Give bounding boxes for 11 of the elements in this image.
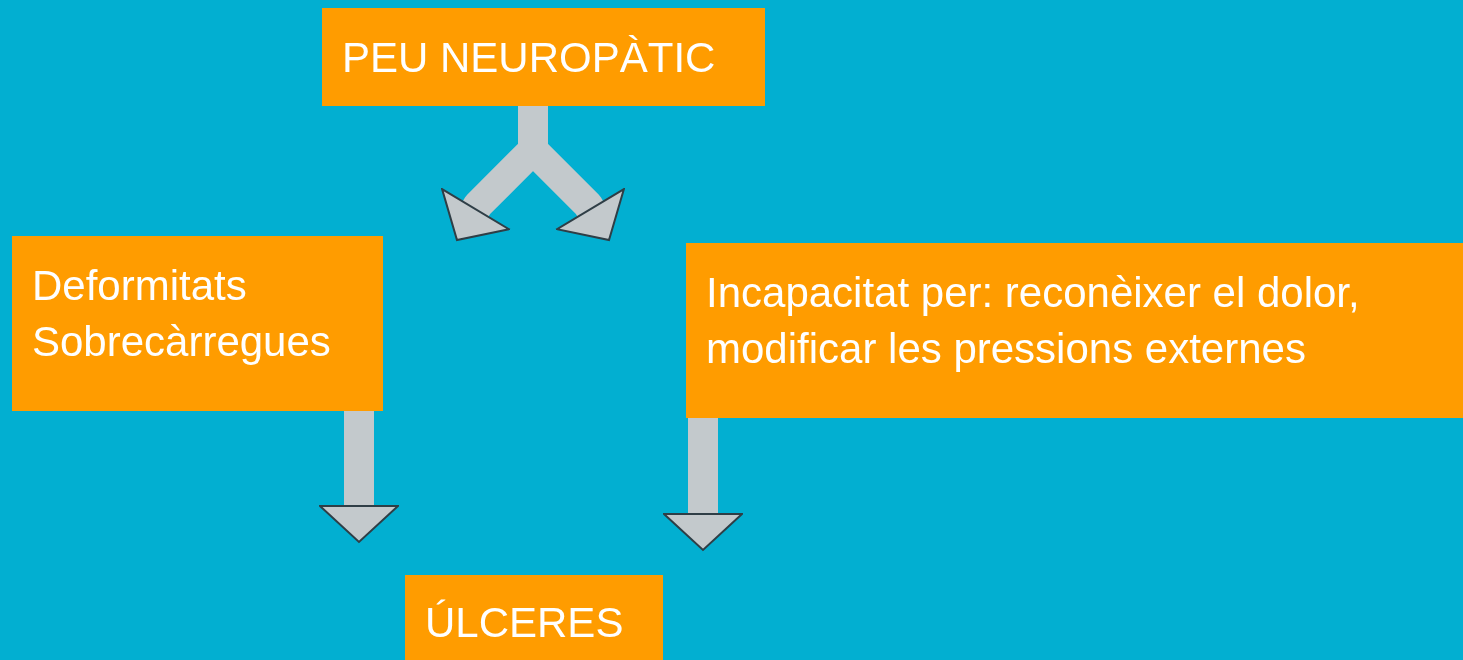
box-text: ÚLCERES — [425, 598, 625, 648]
block-arrow — [663, 418, 743, 551]
box-text: Incapacitat per: reconèixer el dolor, modificar les pressions externes — [706, 268, 1361, 374]
box-text: PEU NEUROPÀTIC — [342, 33, 717, 83]
cause-box — [686, 243, 1463, 418]
block-arrow — [319, 411, 399, 543]
result-box — [405, 575, 663, 660]
box-text: Deformitats — [32, 261, 248, 311]
title-box — [322, 8, 765, 106]
cause-box — [12, 236, 383, 411]
box-text: Sobrecàrregues — [32, 317, 332, 367]
